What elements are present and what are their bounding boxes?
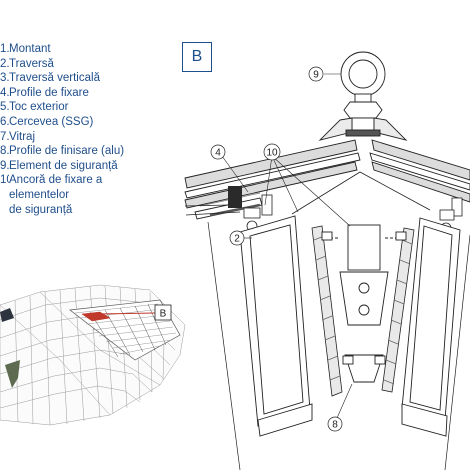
glazing-infill bbox=[311, 225, 415, 397]
callout-8: 8 bbox=[327, 416, 343, 432]
legend-item-continuation: de siguranță bbox=[9, 203, 73, 216]
central-node bbox=[321, 224, 407, 383]
overview-callout-label: B bbox=[160, 309, 167, 320]
svg-text:2: 2 bbox=[234, 234, 240, 245]
callout-2: 2 bbox=[229, 230, 245, 246]
svg-text:9: 9 bbox=[313, 70, 319, 81]
callout-4: 4 bbox=[210, 144, 226, 160]
construction-lines bbox=[207, 221, 470, 470]
legend-item: 6.Cercevea (SSG) bbox=[0, 115, 94, 128]
callout-9: 9 bbox=[308, 66, 324, 82]
callout-leaders bbox=[221, 73, 353, 419]
overview-support-element bbox=[5, 360, 20, 388]
callout-10: 10 bbox=[263, 143, 281, 161]
legend-item: 10.Ancoră de fixare a bbox=[0, 174, 103, 187]
legend-item: 8.Profile de finisare (alu) bbox=[0, 145, 125, 158]
legend-item: 2.Traversă bbox=[0, 57, 54, 70]
legend-item: 9.Element de siguranță bbox=[0, 159, 118, 172]
overview-dark-panel bbox=[0, 308, 14, 322]
svg-text:8: 8 bbox=[332, 420, 338, 431]
legend-item: 5.Toc exterior bbox=[0, 101, 69, 114]
inner-chevron bbox=[184, 171, 431, 216]
detail-label-box: B bbox=[182, 42, 212, 72]
legend-item: 7.Vitraj bbox=[0, 130, 35, 143]
svg-text:10: 10 bbox=[266, 148, 278, 159]
safety-element bbox=[318, 51, 408, 141]
legend-item-continuation: elementelor bbox=[9, 188, 70, 201]
legend-item: 4.Profile de fixare bbox=[0, 86, 89, 99]
overview-wireframe bbox=[0, 284, 186, 426]
fixing-profile-dark bbox=[228, 186, 242, 208]
legend-list: 1.Montant 2.Traversă 3.Traversă vertical… bbox=[0, 42, 175, 217]
left-mullion bbox=[239, 215, 313, 437]
overview-callout-leader bbox=[94, 312, 156, 315]
overview-callout-box bbox=[154, 304, 172, 321]
legend-item: 3.Traversă verticală bbox=[0, 72, 100, 85]
svg-text:4: 4 bbox=[215, 148, 221, 159]
right-mullion bbox=[401, 217, 461, 437]
legend-item: 1.Montant bbox=[0, 43, 51, 55]
right-glazing-panel bbox=[369, 139, 470, 203]
